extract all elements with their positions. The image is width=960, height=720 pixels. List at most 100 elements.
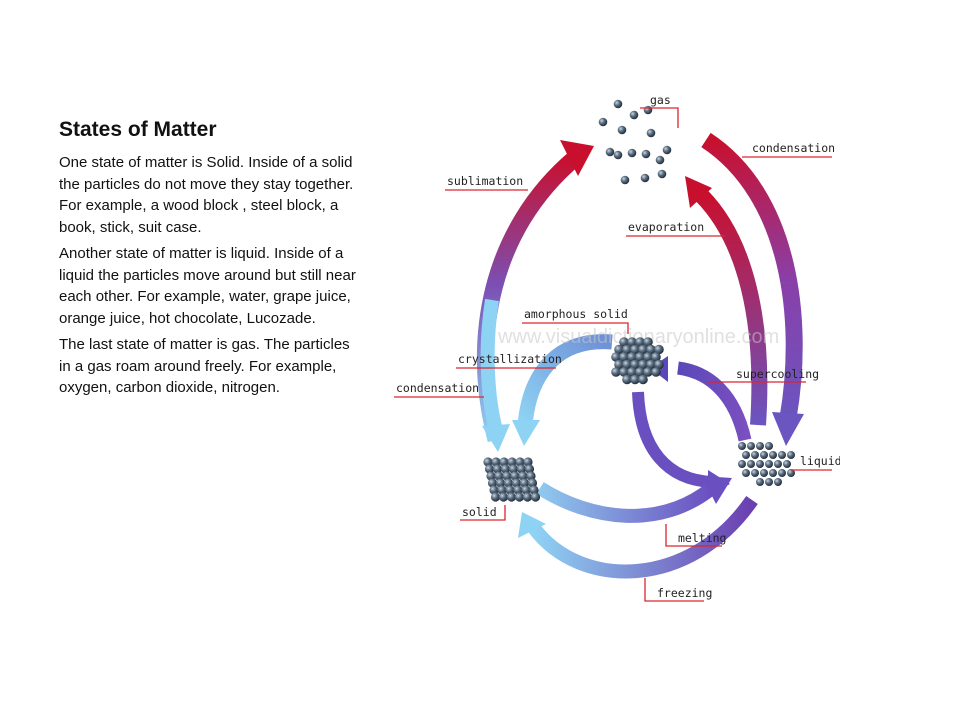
- gas-particle: [655, 155, 665, 165]
- amorphous-particle: [651, 367, 661, 377]
- solid-particle: [492, 464, 503, 474]
- supercooling-arrow: [650, 356, 752, 442]
- label-amorphous-solid-text: amorphous solid: [524, 307, 628, 321]
- crystallization-arrow: [512, 334, 613, 446]
- amorphous-particle: [611, 367, 621, 377]
- amorphous-particle: [646, 344, 656, 355]
- solid-particle: [503, 478, 514, 488]
- solid-particle: [529, 485, 539, 495]
- solid-particle: [526, 471, 536, 481]
- amorphous-particle: [643, 352, 653, 362]
- solid-particle: [506, 492, 517, 502]
- amorphous-particle: [643, 337, 653, 347]
- liquid-particle: [765, 460, 773, 468]
- liquid-particle: [742, 469, 750, 477]
- liquid-particle: [778, 451, 786, 459]
- label-supercooling-text: supercooling: [736, 367, 819, 381]
- condensation-gas-solid-arrow: [480, 298, 510, 452]
- liquid-particle: [774, 478, 782, 486]
- liquid-particle: [760, 469, 768, 477]
- gas-particle: [629, 110, 639, 120]
- label-sublimation-text: sublimation: [447, 174, 523, 188]
- liquid-particles: [738, 442, 795, 486]
- amorphous-particle: [651, 352, 661, 362]
- solid-particle: [515, 457, 525, 467]
- gas-particle: [640, 173, 650, 183]
- liquid-particle: [756, 442, 764, 450]
- solid-particle: [500, 464, 511, 474]
- gas-particle: [605, 147, 615, 157]
- solid-particle: [516, 464, 527, 474]
- liquid-particle: [738, 460, 746, 468]
- label-evaporation: evaporation: [626, 220, 725, 237]
- amorphous-particle: [627, 367, 637, 377]
- label-sublimation: sublimation: [445, 174, 528, 191]
- solid-particle: [494, 471, 504, 481]
- solid-particle: [527, 478, 538, 488]
- amorphous-particle: [654, 359, 664, 370]
- liquid-particle: [751, 451, 759, 459]
- paragraph-liquid: Another state of matter is liquid. Insid…: [59, 245, 356, 327]
- liquid-particle: [778, 469, 786, 477]
- amorphous-particle: [643, 367, 653, 377]
- liquid-particle: [747, 442, 755, 450]
- solid-particle: [495, 478, 506, 488]
- liquid-particle: [787, 469, 795, 477]
- label-condensation-left-text: condensation: [396, 381, 479, 395]
- gas-particle: [662, 145, 672, 155]
- gas-particle: [620, 175, 630, 185]
- solid-particle: [489, 485, 499, 495]
- solid-particle: [524, 464, 535, 474]
- liquid-particle: [769, 451, 777, 459]
- label-evaporation-text: evaporation: [628, 220, 704, 234]
- gas-particle: [641, 149, 651, 159]
- gas-particles: [598, 99, 672, 185]
- solid-particle: [483, 457, 493, 467]
- liquid-particle: [760, 451, 768, 459]
- amorphous-particle: [638, 359, 648, 370]
- solid-particle: [508, 464, 519, 474]
- solid-particle: [513, 485, 523, 495]
- liquid-particle: [765, 442, 773, 450]
- amorphous-particle: [611, 352, 621, 362]
- label-melting-text: melting: [678, 531, 726, 545]
- liquid-particle: [747, 460, 755, 468]
- solid-particle: [497, 485, 507, 495]
- amorphous-particle: [630, 359, 640, 370]
- melting-arrow: [536, 476, 732, 523]
- solid-particle: [514, 492, 525, 502]
- liquid-particle: [783, 460, 791, 468]
- label-liquid-text: liquid: [800, 454, 840, 468]
- text-block: States of Matter One state of matter is …: [59, 118, 364, 404]
- solid-particle: [484, 464, 495, 474]
- amorphous-particle: [646, 359, 656, 370]
- label-condensation-right-text: condensation: [752, 141, 835, 155]
- label-gas-text: gas: [650, 93, 671, 107]
- liquid-particle: [769, 469, 777, 477]
- amorphous-particle: [619, 367, 629, 377]
- solid-particle: [511, 478, 522, 488]
- solid-particle: [518, 471, 528, 481]
- label-supercooling: supercooling: [708, 367, 819, 383]
- label-crystallization: crystallization: [456, 352, 562, 369]
- amorphous-particle: [619, 352, 629, 362]
- label-freezing: freezing: [644, 578, 712, 602]
- liquid-particle: [738, 442, 746, 450]
- amorphous-solid-particles: [611, 337, 664, 385]
- condensation-gas-liquid-arrow: [701, 132, 804, 446]
- paragraph-gas: The last state of matter is gas. The par…: [59, 336, 350, 396]
- gas-particle: [627, 148, 637, 158]
- gas-particle: [646, 128, 656, 138]
- gas-particle: [617, 125, 627, 135]
- solid-particle: [491, 457, 501, 467]
- amorphous-particle: [638, 374, 648, 385]
- amorphous-particle: [622, 359, 632, 370]
- label-solid: solid: [460, 505, 506, 521]
- liquid-particle: [765, 478, 773, 486]
- label-crystallization-text: crystallization: [458, 352, 562, 366]
- solid-particle: [523, 457, 533, 467]
- amorphous-particle: [614, 359, 624, 370]
- amorphous-particle: [635, 337, 645, 347]
- gas-particle: [657, 169, 667, 179]
